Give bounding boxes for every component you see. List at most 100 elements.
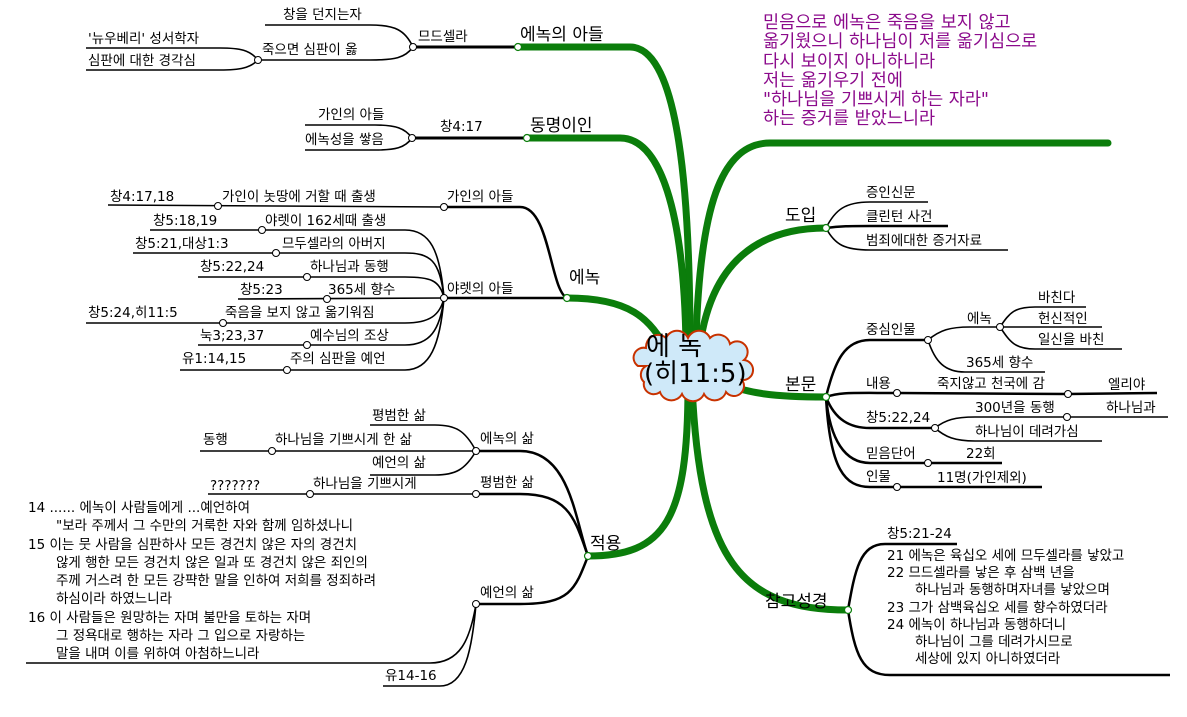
node-pleasing-life[interactable]: 하나님을 기쁘시게 한 삶	[275, 432, 413, 448]
verse-line: 하나님과 동행하며자녀를 낳았으며	[915, 582, 1110, 599]
trait[interactable]: 일신을 바친	[1038, 332, 1105, 348]
node-jared[interactable]: 야렛의 아들	[447, 281, 514, 297]
verse-line: 14 ...... 에녹이 사람들에게 ...예언하여	[28, 500, 251, 516]
node-methuselah[interactable]: 므드셀라	[418, 29, 468, 45]
node-central[interactable]: 중심인물	[866, 322, 916, 338]
jared-item[interactable]: 하나님과 동행	[310, 259, 389, 275]
node-walk[interactable]: 동행	[203, 432, 228, 448]
quote-line: 다시 보이지 아니하니라	[763, 51, 936, 72]
node-walk-300[interactable]: 300년을 동행	[975, 400, 1055, 416]
node-faith-word[interactable]: 믿음단어	[866, 446, 916, 462]
jared-item-ref[interactable]: 창5:22,24	[200, 259, 265, 275]
node-central-enoch[interactable]: 에녹	[967, 311, 992, 327]
topic-namesake[interactable]: 동명이인	[530, 116, 593, 136]
verse-line: 말을 내며 이를 위하여 아첨하느니라	[56, 646, 260, 663]
jared-item[interactable]: 365세 향수	[328, 282, 396, 298]
verse-line: 주께 거스려 한 모든 강퍅한 말을 인하여 저희를 정죄하려	[56, 573, 376, 590]
node-people-count[interactable]: 11명(가인제외)	[937, 470, 1027, 486]
node-pleasing[interactable]: 하나님을 기쁘시게	[313, 476, 417, 492]
node-prophecy-life[interactable]: 예언의 삶	[372, 455, 426, 471]
node-with-god[interactable]: 하나님과	[1106, 400, 1156, 416]
node-alert[interactable]: 심판에 대한 경각심	[88, 53, 196, 69]
node-faith-count[interactable]: 22회	[966, 446, 996, 462]
branch-intro	[696, 224, 830, 349]
intro-item[interactable]: 증인신문	[866, 185, 916, 201]
branch-nodes	[214, 43, 1072, 608]
jude-verses[interactable]: 14 ...... 에녹이 사람들에게 ...예언하여 "보라 주께서 그 수만…	[28, 499, 376, 664]
node-taken[interactable]: 하나님이 데려가심	[975, 424, 1079, 440]
node-age[interactable]: 365세 향수	[966, 355, 1034, 371]
intro-item[interactable]: 범죄에대한 증거자료	[866, 233, 983, 249]
jared-item[interactable]: 야렛이 162세때 출생	[265, 213, 387, 229]
verse-line: 24 에녹이 하나님과 동행하더니	[887, 616, 1067, 633]
topic-body[interactable]: 본문	[785, 375, 817, 395]
node-elijah[interactable]: 엘리야	[1108, 377, 1146, 393]
topic-sons[interactable]: 에녹의 아들	[520, 25, 604, 45]
node-content[interactable]: 내용	[866, 376, 891, 392]
branch-sons	[514, 43, 694, 349]
branch-reference	[688, 381, 852, 614]
quote-line: 하는 증거를 받았느니라	[763, 109, 936, 130]
node-body-ref[interactable]: 창5:22,24	[866, 410, 931, 426]
topic-apply[interactable]: 적용	[590, 534, 622, 554]
topic-intro[interactable]: 도입	[785, 206, 817, 226]
verse-line: 하나님이 그를 데려가시므로	[915, 634, 1073, 651]
node-judgment[interactable]: 죽으면 심판이 옳	[262, 42, 358, 58]
topic-enoch[interactable]: 에녹	[569, 268, 601, 288]
jared-item-ref[interactable]: 창5:23	[240, 282, 283, 298]
verse-line: 그 정욕대로 행하는 자라 그 입으로 자랑하는	[56, 628, 306, 645]
jared-item[interactable]: 죽음을 보지 않고 옮기워짐	[225, 305, 375, 321]
intro-item[interactable]: 클린턴 사건	[866, 209, 933, 225]
trait[interactable]: 바친다	[1038, 290, 1076, 306]
node-cain-ref[interactable]: 창4:17,18	[110, 189, 175, 205]
jared-item[interactable]: 예수님의 조상	[310, 328, 389, 344]
node-genesis-ref[interactable]: 창5:21-24	[887, 526, 952, 542]
jared-item-ref[interactable]: 창5:21,대상1:3	[135, 236, 229, 252]
quote-line: 저는 옮기우기 전에	[763, 70, 903, 91]
jared-item-ref[interactable]: 창5:18,19	[153, 213, 218, 229]
quote-line: 믿음으로 에녹은 죽음을 보지 않고	[763, 13, 1011, 33]
verse-line: 세상에 있지 아니하였더라	[915, 651, 1061, 668]
main-nodes	[513, 42, 853, 615]
node-unknown[interactable]: ???????	[210, 478, 261, 494]
center-subtitle: (히11:5)	[644, 359, 747, 389]
quote-line: 옮기웠으니 하나님이 저를 옮기심으로	[763, 32, 1038, 53]
node-enoch-life[interactable]: 에녹의 삶	[480, 431, 534, 447]
node-people[interactable]: 인물	[866, 469, 891, 485]
node-prophecy[interactable]: 예언의 삶	[480, 585, 534, 601]
jared-item-ref[interactable]: 눅3;23,37	[200, 328, 265, 344]
genesis-verses[interactable]: 21 에녹은 육십오 세에 므두셀라를 낳았고 22 므드셀라를 낳은 후 삼백…	[887, 548, 1124, 668]
jared-item[interactable]: 주의 심판을 예언	[290, 351, 386, 367]
verse-line: 않게 행한 모든 경건치 않은 일과 또 경건치 않은 죄인의	[56, 554, 368, 571]
verse-line: 22 므드셀라를 낳은 후 삼백 년을	[887, 565, 1075, 582]
center-cloud	[632, 329, 754, 403]
verse-line: 15 이는 뭇 사람을 심판하사 모든 경건치 않은 자의 경건치	[28, 536, 358, 553]
node-content-text[interactable]: 죽지않고 천국에 감	[937, 376, 1045, 392]
node-newberry[interactable]: '뉴우베리' 성서학자	[88, 31, 200, 47]
quote-text: 믿음으로 에녹은 죽음을 보지 않고 옮기웠으니 하나님이 저를 옮기심으로 다…	[763, 13, 1038, 130]
node-cain-child[interactable]: 가인이 놋땅에 거할 때 출생	[222, 189, 376, 205]
jared-item-ref[interactable]: 유1:14,15	[182, 351, 247, 367]
main-branches	[514, 43, 1112, 614]
node-namesake-ref[interactable]: 창4:17	[440, 119, 483, 135]
topic-reference[interactable]: 참고성경	[765, 592, 828, 612]
jared-item-ref[interactable]: 창5:24,히11:5	[88, 305, 178, 321]
branch-namesake	[523, 134, 690, 349]
node-cain-son[interactable]: 가인의 아들	[318, 107, 385, 123]
node-city[interactable]: 에녹성을 쌓음	[305, 132, 384, 148]
verse-line: 23 그가 삼백육십오 세를 향수하였더라	[887, 599, 1108, 616]
node-jude-ref[interactable]: 유14-16	[385, 668, 437, 684]
branch-apply	[584, 381, 692, 560]
node-cain[interactable]: 가인의 아들	[447, 189, 514, 205]
center-title[interactable]: 에 녹	[646, 332, 703, 362]
trait[interactable]: 헌신적인	[1038, 311, 1088, 327]
node-spear[interactable]: 창을 던지는자	[283, 7, 362, 23]
verse-line: 하심이라 하였느니라	[56, 591, 173, 608]
node-ordinary[interactable]: 평범한 삶	[480, 475, 534, 491]
verse-line: "보라 주께서 그 수만의 거룩한 자와 함께 임하셨나니	[56, 518, 354, 535]
verse-line: 16 이 사람들은 원망하는 자며 불만을 토하는 자며	[28, 609, 312, 626]
node-ordinary-life[interactable]: 평범한 삶	[372, 408, 426, 424]
jared-item[interactable]: 므두셀라의 아버지	[282, 236, 386, 252]
